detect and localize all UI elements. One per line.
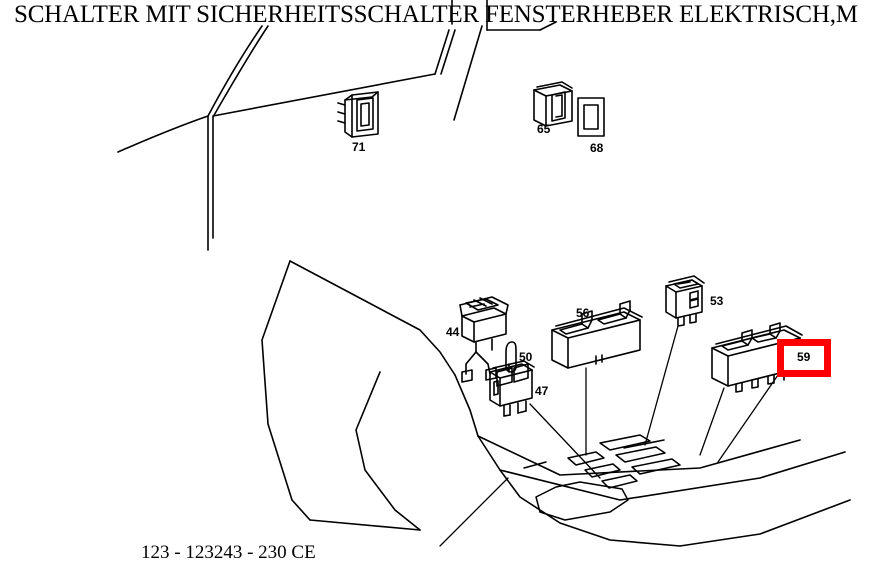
callout-56: 56 [576, 306, 590, 320]
callout-53: 53 [710, 294, 724, 308]
callout-65: 65 [537, 122, 551, 136]
body-panel-outline [117, 0, 557, 251]
callout-47: 47 [535, 384, 549, 398]
callout-44: 44 [446, 325, 460, 339]
page-title: SCHALTER MIT SICHERHEITSSCHALTER FENSTER… [14, 1, 858, 28]
part-56-switch [551, 300, 643, 369]
part-44-switch [459, 296, 509, 383]
highlight-box-59[interactable] [777, 339, 831, 377]
callout-50: 50 [519, 350, 533, 364]
diagram-caption: 123 - 123243 - 230 CE [141, 542, 316, 563]
part-71-switch [337, 91, 379, 138]
leader-lines [439, 325, 779, 547]
part-47-switch [489, 360, 535, 417]
part-68-bezel [577, 97, 605, 137]
callout-68: 68 [590, 141, 604, 155]
part-53-switch [665, 275, 705, 327]
callout-59: 59 [797, 350, 811, 364]
callout-71: 71 [352, 140, 366, 154]
console-switch-cutouts [523, 434, 681, 521]
interior-body-outline [261, 260, 851, 547]
part-65-switch [533, 81, 573, 127]
